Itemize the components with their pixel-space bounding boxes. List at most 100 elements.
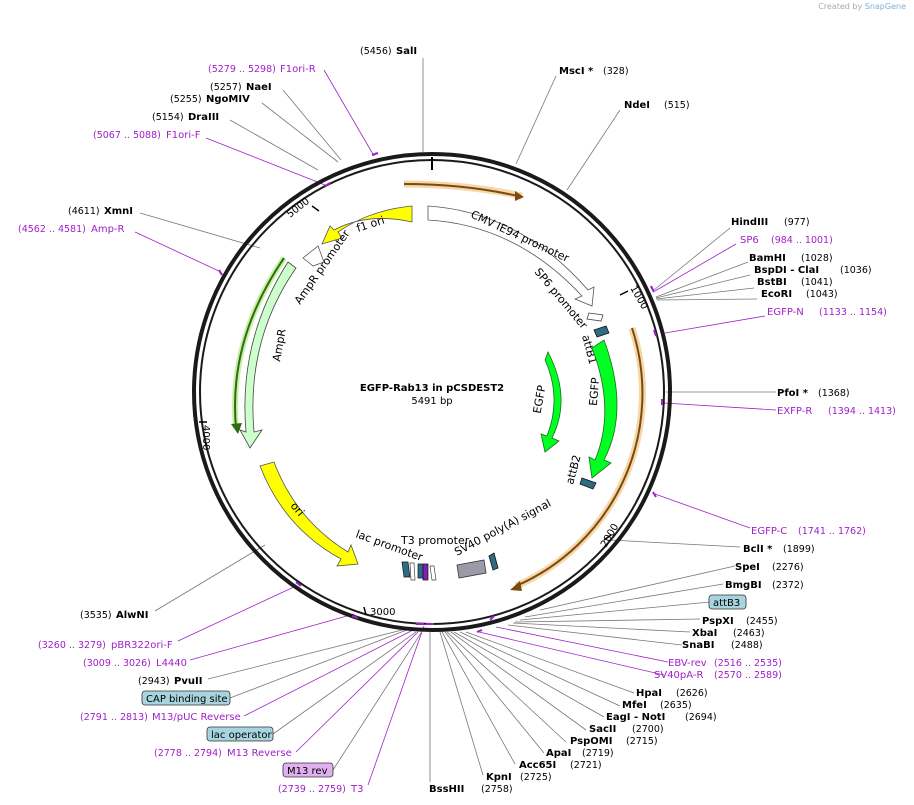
ndei-name: NdeI (624, 100, 650, 111)
orange-primer-arc-top (403, 183, 519, 197)
label-leader-lines (134, 58, 777, 786)
m13-reverse-pos: (2778 .. 2794) (154, 748, 222, 759)
left-labels: (5456) SalI (5279 .. 5298) F1ori-R (5257… (18, 46, 513, 795)
ampr-arrow (239, 261, 297, 449)
sp6-name: SP6 (740, 235, 759, 246)
msci-name: MscI * (559, 66, 594, 77)
draiii-pos: (5154) (152, 112, 184, 123)
sacii-pos: (2700) (632, 724, 664, 735)
acc65i-pos: (2721) (570, 760, 602, 771)
egfp-n-pos: (1133 .. 1154) (819, 307, 887, 318)
primer-marks (218, 152, 663, 633)
m13-rev-label: M13 rev (287, 766, 328, 777)
egfp-c-pos: (1741 .. 1762) (798, 526, 866, 537)
xbai-pos: (2463) (733, 628, 765, 639)
eagi-noti-pos: (2694) (685, 712, 717, 723)
sp6-promoter-arrow (586, 312, 604, 322)
attb1-box (593, 325, 610, 338)
acc65i-name: Acc65I (519, 760, 556, 771)
msci-pos: (328) (603, 66, 629, 77)
lac-operator-box (206, 726, 274, 742)
pspxi-name: PspXI (702, 616, 734, 627)
t3-promoter-label: T3 promoter (400, 534, 470, 547)
orange-primer-arc-top-glow (403, 180, 523, 200)
amp-r-pos: (4562 .. 4581) (18, 224, 86, 235)
bsshii-name: BssHII (429, 784, 464, 795)
t3-pos: (2739 .. 2759) (278, 784, 346, 795)
pvuii-name: PvuII (174, 676, 202, 687)
bmgbi-pos: (2372) (772, 580, 804, 591)
orange-primer-arc-right (515, 327, 644, 587)
sv40pa-r-pos: (2570 .. 2589) (714, 670, 782, 681)
ndei-pos: (515) (664, 100, 690, 111)
m13-puc-reverse-name: M13/pUC Reverse (152, 712, 241, 723)
hindiii-pos: (977) (784, 217, 810, 228)
draiii-name: DraIII (188, 112, 219, 123)
ebv-rev-name: EBV-rev (668, 658, 707, 669)
f1ori-f-pos: (5067 .. 5088) (93, 130, 161, 141)
ori-arrow (259, 461, 359, 567)
pspomi-pos: (2715) (626, 736, 658, 747)
m13-puc-reverse-pos: (2791 .. 2813) (80, 712, 148, 723)
mfei-name: MfeI (622, 700, 647, 711)
cap-binding-site-label: CAP binding site (146, 694, 228, 705)
ampr-promoter-label: AmpR promoter (292, 227, 353, 306)
l4440-name: L4440 (156, 658, 187, 669)
egfp-outer-label: EGFP (587, 377, 602, 407)
kpni-name: KpnI (486, 772, 512, 783)
cmv-promoter-label: CMV IE94 promoter (469, 208, 572, 265)
tick-4000: 4000 (200, 425, 211, 450)
pbr322ori-f-name: pBR322ori-F (111, 640, 173, 651)
amp-r-name: Amp-R (91, 224, 125, 235)
xmni-pos: (4611) (68, 206, 100, 217)
alwni-name: AlwNI (116, 610, 149, 621)
sacii-name: SacII (589, 724, 616, 735)
plasmid-length: 5491 bp (411, 396, 452, 407)
tick-3000: 3000 (370, 607, 395, 618)
bcli-pos: (1899) (783, 544, 815, 555)
ecori-pos: (1043) (806, 289, 838, 300)
bsshii-pos: (2758) (481, 784, 513, 795)
pvuii-pos: (2943) (138, 676, 170, 687)
xmni-name: XmnI (104, 206, 133, 217)
egfp-inner-label: EGFP (531, 384, 549, 415)
egfp-n-name: EGFP-N (767, 307, 804, 318)
ngomiv-name: NgoMIV (206, 94, 250, 105)
hpai-name: HpaI (636, 688, 662, 699)
apai-name: ApaI (546, 748, 571, 759)
amp-r-primer-arrow (231, 423, 242, 434)
m13-reverse-name: M13 Reverse (227, 748, 292, 759)
mfei-pos: (2635) (660, 700, 692, 711)
ampr-label: AmpR (270, 328, 289, 363)
xbai-name: XbaI (692, 628, 717, 639)
attb2-label: attB2 (563, 454, 583, 486)
egfp-inner-arrow (540, 351, 562, 453)
l4440-pos: (3009 .. 3026) (83, 658, 151, 669)
bmgbi-name: BmgBI (725, 580, 762, 591)
pbr322ori-f-pos: (3260 .. 3279) (38, 640, 106, 651)
f1ori-r-name: F1ori-R (280, 64, 316, 75)
right-labels: MscI * (328) NdeI (515) HindIII (977) SP… (486, 66, 896, 783)
ecori-name: EcoRI (761, 289, 792, 300)
cmv-promoter-arrow (427, 205, 595, 307)
bstbi-name: BstBI (757, 277, 787, 288)
sp6-pos: (984 .. 1001) (771, 235, 833, 246)
exfp-r-name: EXFP-R (777, 406, 812, 417)
hindiii-name: HindIII (731, 217, 768, 228)
pfoi-pos: (1368) (818, 388, 850, 399)
apai-pos: (2719) (582, 748, 614, 759)
backbone-outer-circle (192, 152, 672, 632)
pfoi-name: PfoI * (777, 388, 809, 399)
f1ori-f-name: F1ori-F (166, 130, 201, 141)
snabi-name: SnaBI (682, 640, 714, 651)
egfp-outer-arrow (588, 339, 618, 479)
bcli-name: BclI * (743, 544, 773, 555)
bspdi-clai-pos: (1036) (840, 265, 872, 276)
kpni-pos: (2725) (520, 772, 552, 783)
lac-operator-label: lac operator (211, 730, 272, 741)
bspdi-clai-name: BspDI - ClaI (754, 265, 819, 276)
snabi-pos: (2488) (731, 640, 763, 651)
f1ori-r-pos: (5279 .. 5298) (208, 64, 276, 75)
orange-primer-arrow-top (515, 191, 524, 201)
